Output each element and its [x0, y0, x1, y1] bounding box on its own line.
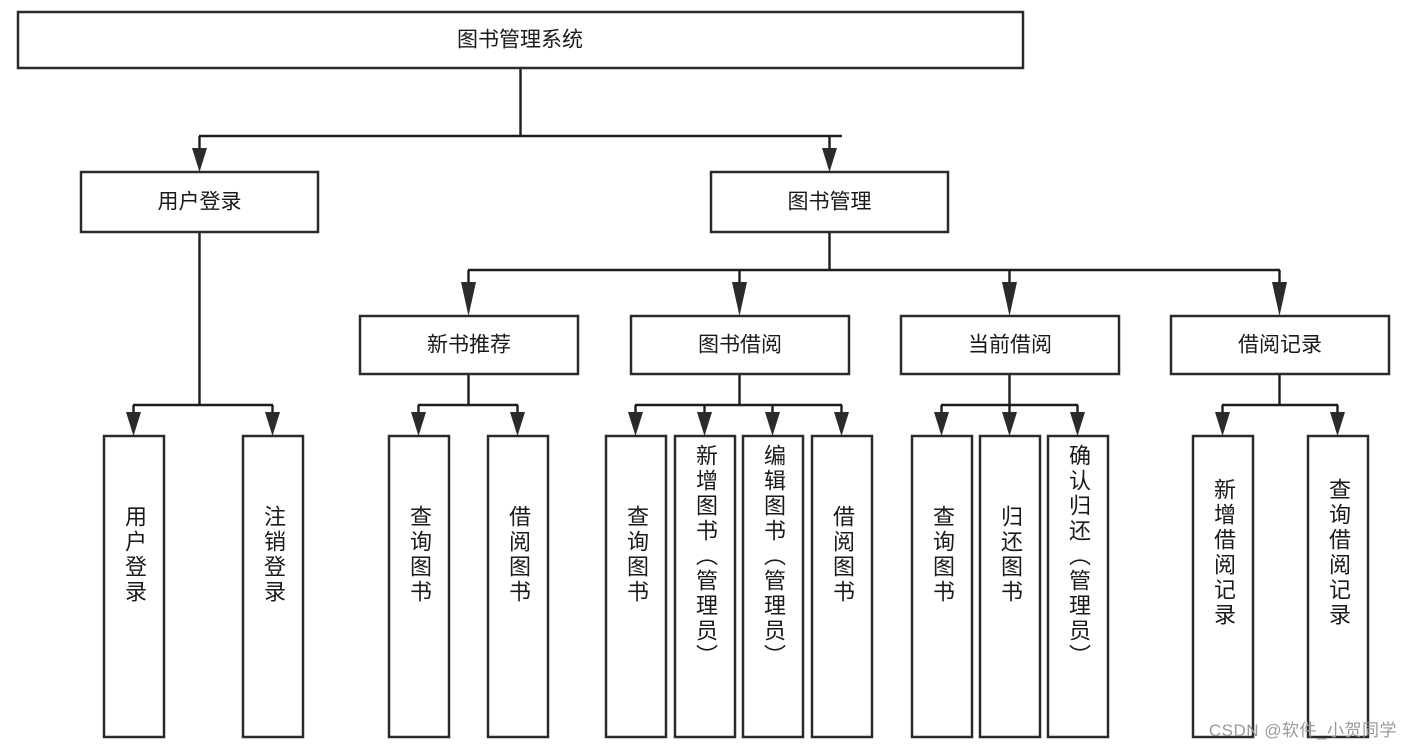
leaf-box-current-query-book[interactable]: [910, 434, 974, 739]
arrow-book-borrow: [732, 282, 747, 316]
arrow-leaf-query-record: [1330, 412, 1345, 436]
arrow-current-borrow: [1002, 282, 1017, 316]
node-new-book-recommend-box[interactable]: [358, 314, 580, 376]
node-book-borrow-box[interactable]: [629, 314, 851, 376]
arrow-leaf-query-book-b: [628, 412, 643, 436]
leaf-box-record-add[interactable]: [1191, 434, 1255, 739]
arrow-leaf-borrow-book-b: [834, 412, 849, 436]
arrow-leaf-query-book-c: [934, 412, 949, 436]
node-book-manage-label: 图书管理: [788, 191, 872, 214]
arrow-leaf-user-login: [126, 412, 141, 436]
node-borrow-record-box[interactable]: [1169, 314, 1391, 376]
node-new-book-recommend-label: 新书推荐: [427, 334, 511, 357]
node-book-manage-box[interactable]: [709, 170, 950, 234]
node-root-label: 图书管理系统: [457, 29, 583, 52]
node-current-borrow-label: 当前借阅: [968, 334, 1052, 357]
arrow-leaf-add-record: [1215, 412, 1230, 436]
leaf-box-user-login[interactable]: [102, 434, 166, 739]
leaf-box-borrow-query-book[interactable]: [604, 434, 668, 739]
leaf-box-current-confirm-return[interactable]: [1046, 434, 1110, 739]
leaf-box-logout[interactable]: [241, 434, 305, 739]
edges-layer: [126, 68, 1345, 436]
arrow-leaf-logout: [265, 412, 280, 436]
arrow-leaf-edit-book: [765, 412, 780, 436]
leaf-box-record-query[interactable]: [1306, 434, 1370, 739]
arrow-leaf-add-book: [697, 412, 712, 436]
node-user-login-box[interactable]: [79, 170, 320, 234]
arrow-borrow-record: [1272, 282, 1287, 316]
arrow-user-login: [192, 148, 207, 172]
node-book-borrow-label: 图书借阅: [698, 334, 782, 357]
arrow-book-manage: [822, 148, 837, 172]
leaf-box-recommend-query-book[interactable]: [387, 434, 451, 739]
node-current-borrow-box[interactable]: [899, 314, 1121, 376]
node-borrow-record-label: 借阅记录: [1238, 334, 1322, 357]
arrow-new-book-recommend: [461, 282, 476, 316]
watermark-label: CSDN @软件_小贺同学: [1208, 721, 1397, 740]
arrow-leaf-return-book: [1002, 412, 1017, 436]
leaf-box-current-return-book[interactable]: [978, 434, 1042, 739]
arrow-leaf-confirm-return: [1070, 412, 1085, 436]
leaf-box-borrow-edit-book[interactable]: [741, 434, 805, 739]
arrow-leaf-borrow-book-a: [510, 412, 525, 436]
node-user-login-label: 用户登录: [158, 191, 242, 214]
leaf-box-recommend-borrow-book[interactable]: [486, 434, 550, 739]
leaf-box-borrow-borrow-book[interactable]: [810, 434, 874, 739]
arrow-leaf-query-book-a: [411, 412, 426, 436]
nodes-layer: 图书管理系统 用户登录 图书管理 新书推荐 图书借阅 当前借阅 借阅记录: [16, 10, 1391, 739]
leaf-box-borrow-add-book[interactable]: [673, 434, 737, 739]
node-root-box[interactable]: [16, 10, 1025, 70]
